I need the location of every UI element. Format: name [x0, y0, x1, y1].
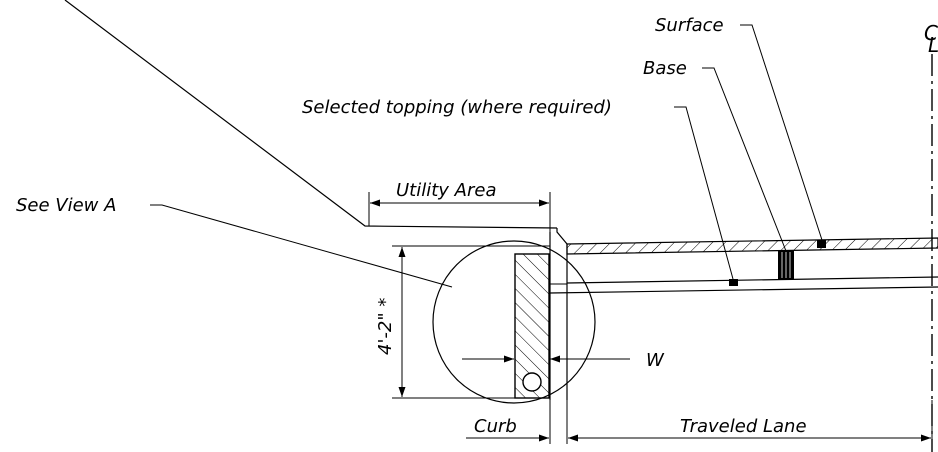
topping-sample-block [729, 279, 738, 286]
base-bottom-line [566, 276, 938, 284]
road-surface-layer [566, 237, 938, 255]
width-dimension-label: W [646, 350, 665, 371]
see-view-a-label: See View A [16, 195, 116, 216]
curb-outline [556, 228, 568, 400]
curb-label: Curb [474, 416, 517, 437]
centerline-c-symbol: C [924, 21, 938, 45]
surface-label: Surface [655, 15, 724, 36]
surface-leader [740, 24, 823, 241]
selected-topping-label: Selected topping (where required) [302, 97, 612, 118]
traveled-lane-label: Traveled Lane [680, 416, 807, 437]
drain-pipe-circle [522, 372, 542, 392]
surface-sample-block [817, 240, 826, 248]
view-a-circle [432, 240, 596, 404]
topping-bottom-line [549, 286, 938, 294]
base-label: Base [643, 58, 687, 79]
see-view-a-leader [150, 204, 453, 288]
hatched-wall [514, 253, 550, 399]
utility-area-label: Utility Area [396, 180, 497, 201]
base-leader [702, 67, 787, 252]
height-dimension-label: 4'-2" * [375, 298, 396, 355]
topping-leader [674, 106, 734, 280]
centerline-l-symbol: L [928, 33, 938, 57]
embankment-slope-line [64, 0, 558, 229]
